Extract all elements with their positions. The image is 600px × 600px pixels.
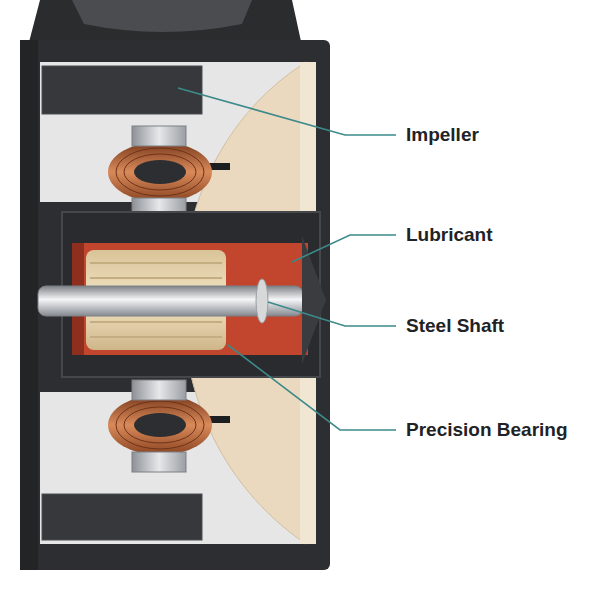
stator-teeth <box>132 126 186 146</box>
copper-winding <box>108 142 212 202</box>
bearing-groove <box>90 336 222 338</box>
part-label: Precision Bearing <box>404 418 570 442</box>
part-label: Steel Shaft <box>404 314 506 338</box>
housing-side <box>20 40 38 570</box>
bearing-groove <box>90 262 222 264</box>
leader-line <box>228 345 396 430</box>
bearing-groove <box>90 277 222 279</box>
leader-line <box>178 88 396 135</box>
stator-coil <box>108 380 230 472</box>
housing-top <box>28 0 302 46</box>
winding-line <box>124 154 196 190</box>
stator-teeth <box>132 380 186 400</box>
part-label: Impeller <box>404 123 481 147</box>
housing <box>20 40 330 570</box>
stator-teeth <box>132 452 186 472</box>
copper-winding <box>108 395 212 455</box>
bearing-groove <box>90 321 222 323</box>
impeller-block <box>42 66 202 114</box>
impeller-block <box>42 494 202 540</box>
part-label: Lubricant <box>404 223 495 247</box>
winding-core <box>134 160 186 184</box>
winding-line <box>116 401 204 449</box>
stator-coil <box>108 126 230 218</box>
leader-line <box>268 302 396 326</box>
winding-line <box>116 148 204 196</box>
winding-line <box>124 407 196 443</box>
winding-core <box>134 413 186 437</box>
housing-opening <box>72 0 252 32</box>
leader-lines <box>178 88 396 430</box>
leader-line <box>292 235 396 262</box>
shaft-washer <box>256 279 268 323</box>
